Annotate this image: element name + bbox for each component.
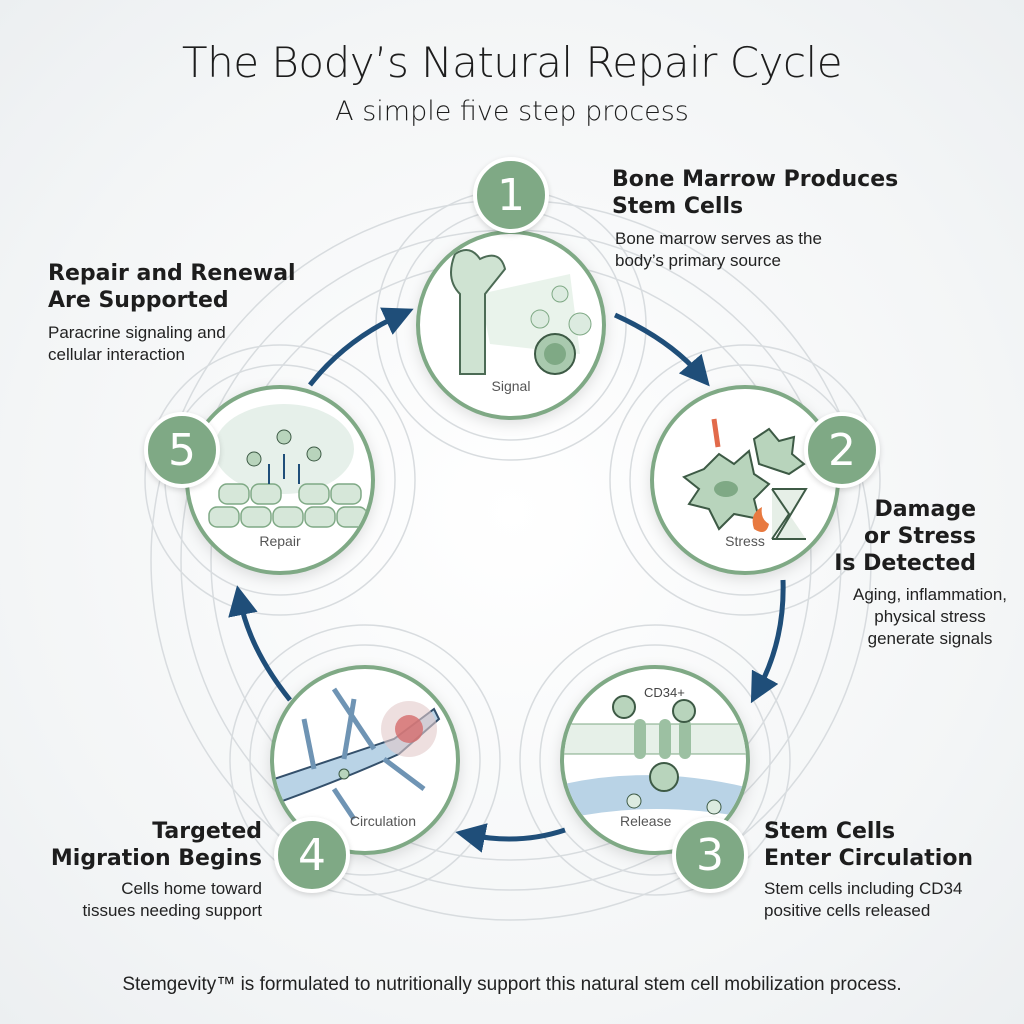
heading-line: Enter Circulation xyxy=(764,846,974,871)
step-3-icon-label: Release xyxy=(620,813,672,829)
step-2-description: Aging, inflammation, physical stress gener… xyxy=(830,584,1024,650)
blood-vessel-icon xyxy=(274,687,441,821)
step-4-description: Cells home toward tissues needing support xyxy=(40,878,262,922)
desc-line: Aging, inflammation, xyxy=(852,585,1008,604)
heading-line: Damage xyxy=(874,497,976,522)
step-3-description: Stem cells including CD34 positive cells … xyxy=(764,878,962,922)
heading-line: Repair and Renewal xyxy=(48,261,296,286)
desc-line: Bone marrow serves as the xyxy=(615,229,822,248)
step-5-circle: Repair xyxy=(185,385,375,575)
step-1-circle: Signal xyxy=(416,230,606,420)
heading-line: Bone Marrow Produces xyxy=(612,167,899,192)
step-5-badge: 5 xyxy=(144,412,220,488)
heading-line: or Stress xyxy=(864,524,976,549)
page-subtitle: A simple five step process xyxy=(335,96,689,127)
footer-note: Stemgevity™ is formulated to nutritional… xyxy=(122,974,902,995)
step-2-icon-label: Stress xyxy=(725,533,765,549)
desc-line: generate signals xyxy=(867,629,993,648)
desc-line: tissues needing support xyxy=(82,901,262,920)
heading-line: Is Detected xyxy=(834,551,976,576)
cell-release-icon: CD34+ xyxy=(564,685,746,819)
step-5-icon-label: Repair xyxy=(259,533,301,549)
heading-line: Stem Cells xyxy=(612,194,744,219)
step-4-icon-label: Circulation xyxy=(349,813,416,829)
desc-line: cellular interaction xyxy=(48,345,186,364)
step-5-description: Paracrine signaling and cellular interact… xyxy=(48,322,226,366)
arrow-2-to-3 xyxy=(750,579,786,704)
step-4-circle: Circulation xyxy=(270,665,460,855)
page-title: The Body’s Natural Repair Cycle xyxy=(181,38,843,87)
tissue-repair-icon xyxy=(208,404,368,528)
desc-line: physical stress xyxy=(874,607,986,626)
desc-line: Paracrine signaling and xyxy=(48,323,226,342)
step-2-badge: 2 xyxy=(804,412,880,488)
step-1-badge: 1 xyxy=(473,157,549,233)
arrow-5-to-1 xyxy=(308,307,414,387)
step-3-badge: 3 xyxy=(672,817,748,893)
cd34-label: CD34+ xyxy=(644,685,685,700)
desc-line: Cells home toward xyxy=(121,879,262,898)
heading-line: Are Supported xyxy=(48,288,229,313)
desc-line: Stem cells including CD34 xyxy=(764,879,963,898)
step-4-badge: 4 xyxy=(274,817,350,893)
step-1-description: Bone marrow serves as the body’s primary … xyxy=(615,228,822,272)
desc-line: positive cells released xyxy=(764,901,931,920)
desc-line: body’s primary source xyxy=(615,251,781,270)
stress-damage-icon xyxy=(682,418,808,540)
heading-line: Targeted xyxy=(152,819,262,844)
bone-marrow-icon xyxy=(450,249,592,375)
arrow-4-to-5 xyxy=(228,585,292,702)
heading-line: Migration Begins xyxy=(50,846,262,871)
heading-line: Stem Cells xyxy=(764,819,896,844)
step-1-icon-label: Signal xyxy=(491,378,531,394)
arrow-3-to-4 xyxy=(455,823,566,853)
arrow-1-to-2 xyxy=(613,312,710,387)
